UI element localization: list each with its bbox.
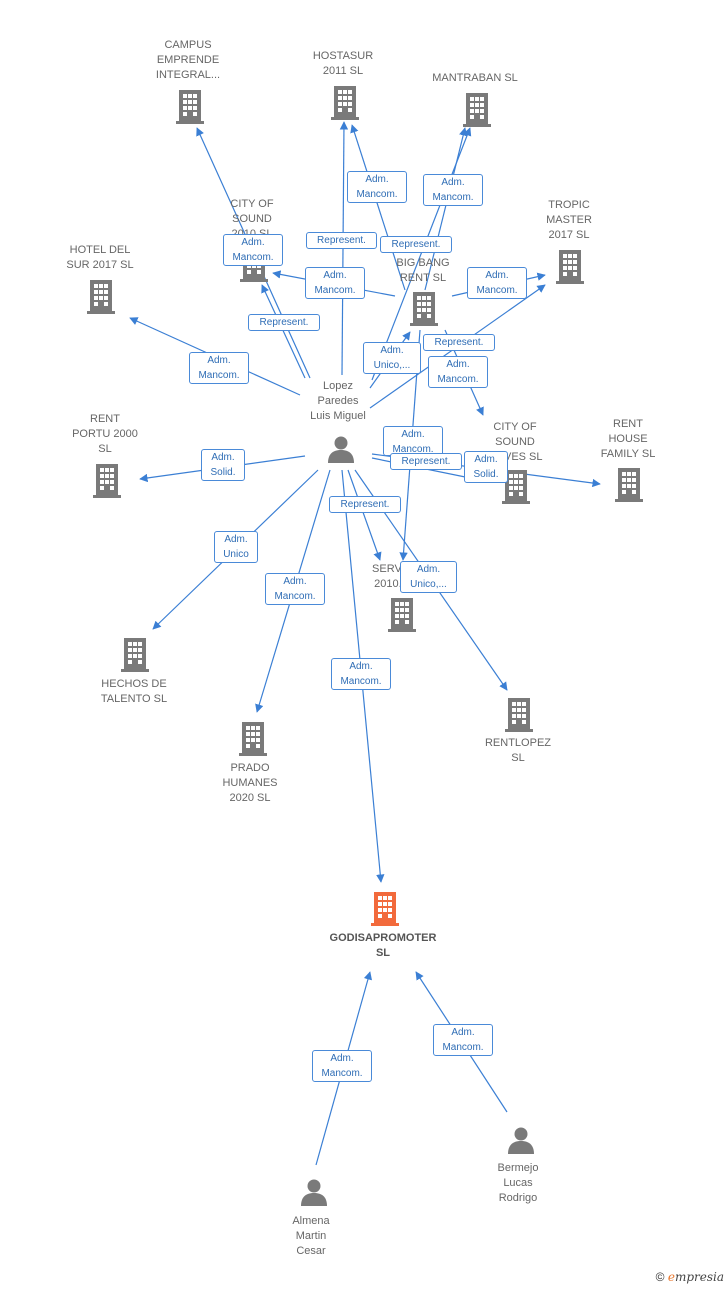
node-almena-label: Almena Martin Cesar bbox=[292, 1215, 330, 1257]
node-hostasur-label: HOSTASUR 2011 SL bbox=[312, 50, 374, 77]
edge-label-6[interactable]: Represent. bbox=[248, 314, 320, 331]
edge-label-11[interactable]: Adm. Unico,... bbox=[363, 342, 421, 374]
node-hechos-label: HECHOS DE TALENTO SL bbox=[100, 678, 168, 705]
edge-bigbang-hostasur bbox=[350, 124, 406, 291]
edge-label-1[interactable]: Adm. Mancom. bbox=[347, 171, 407, 203]
edge-label-17[interactable]: Represent. bbox=[329, 496, 401, 513]
node-bermejo[interactable]: Bermejo Lucas Rodrigo bbox=[458, 1161, 578, 1206]
edge-label-9[interactable]: Adm. Mancom. bbox=[189, 352, 249, 384]
node-tropic-label: TROPIC MASTER 2017 SL bbox=[546, 199, 592, 241]
person-lopez-icon bbox=[328, 436, 354, 463]
copyright-symbol: © bbox=[655, 1270, 665, 1284]
edge-label-2[interactable]: Adm. Mancom. bbox=[423, 174, 483, 206]
edge-label-14[interactable]: Adm. Mancom. bbox=[383, 426, 443, 456]
edge-label-19[interactable]: Adm. Mancom. bbox=[265, 573, 325, 605]
node-campus-label: CAMPUS EMPRENDE INTEGRAL... bbox=[155, 39, 221, 81]
node-bigbang[interactable]: BIG BANG RENT SL bbox=[363, 256, 483, 286]
company-rentlopez-building-icon bbox=[505, 698, 533, 732]
edge-bigbang-mantraban bbox=[424, 127, 468, 291]
edge-label-23[interactable]: Adm. Mancom. bbox=[312, 1050, 372, 1082]
edge-lopez-serv bbox=[347, 469, 382, 561]
edge-label-13[interactable]: Adm. Solid. bbox=[201, 449, 245, 481]
node-lopez-label: Lopez Paredes Luis Miguel bbox=[310, 380, 366, 422]
edge-label-4[interactable]: Represent. bbox=[380, 236, 452, 253]
brand-initial: e bbox=[667, 1270, 675, 1284]
node-mantraban-label: MANTRABAN SL bbox=[432, 72, 518, 84]
node-renthouse[interactable]: RENT HOUSE FAMILY SL bbox=[568, 417, 688, 462]
node-hostasur[interactable]: HOSTASUR 2011 SL bbox=[283, 49, 403, 79]
node-hotelsur[interactable]: HOTEL DEL SUR 2017 SL bbox=[40, 243, 160, 273]
edge-label-3[interactable]: Represent. bbox=[306, 232, 377, 249]
node-prado-label: PRADO HUMANES 2020 SL bbox=[222, 762, 278, 804]
person-icons bbox=[301, 436, 534, 1206]
company-renthouse-building-icon bbox=[615, 468, 643, 502]
company-bigbang-building-icon bbox=[410, 292, 438, 326]
company-hostasur-building-icon bbox=[331, 86, 359, 120]
node-tropic[interactable]: TROPIC MASTER 2017 SL bbox=[509, 198, 629, 243]
person-almena-icon bbox=[301, 1179, 327, 1206]
node-rentportu[interactable]: RENT PORTU 2000 SL bbox=[45, 412, 165, 457]
edge-lopez-mantraban bbox=[371, 127, 472, 381]
node-godisa[interactable]: GODISAPROMOTER SL bbox=[323, 931, 443, 961]
edge-label-16[interactable]: Adm. Solid. bbox=[464, 451, 508, 483]
node-bigbang-label: BIG BANG RENT SL bbox=[396, 257, 450, 284]
edge-lopez-citysound1 bbox=[261, 284, 306, 379]
node-godisa-label: GODISAPROMOTER SL bbox=[329, 932, 437, 959]
brand-name: mpresia bbox=[674, 1270, 724, 1284]
node-rentportu-label: RENT PORTU 2000 SL bbox=[72, 413, 138, 455]
edge-label-12[interactable]: Adm. Mancom. bbox=[428, 356, 488, 388]
company-tropic-building-icon bbox=[556, 250, 584, 284]
edge-label-22[interactable]: Adm. Mancom. bbox=[433, 1024, 493, 1056]
company-campus-building-icon bbox=[176, 90, 204, 124]
node-almena[interactable]: Almena Martin Cesar bbox=[251, 1214, 371, 1259]
node-campus[interactable]: CAMPUS EMPRENDE INTEGRAL... bbox=[128, 38, 248, 83]
node-hechos[interactable]: HECHOS DE TALENTO SL bbox=[74, 677, 194, 707]
edge-label-15[interactable]: Represent. bbox=[390, 453, 462, 470]
node-hotelsur-label: HOTEL DEL SUR 2017 SL bbox=[66, 244, 134, 271]
node-bermejo-label: Bermejo Lucas Rodrigo bbox=[497, 1162, 539, 1204]
edge-label-8[interactable]: Adm. Mancom. bbox=[467, 267, 527, 299]
company-godisa-building-icon bbox=[371, 892, 399, 926]
node-renthouse-label: RENT HOUSE FAMILY SL bbox=[600, 418, 656, 460]
company-mantraban-building-icon bbox=[463, 93, 491, 127]
empresia-logo: © empresia bbox=[656, 1270, 724, 1284]
edge-label-10[interactable]: Represent. bbox=[423, 334, 495, 351]
company-hotelsur-building-icon bbox=[87, 280, 115, 314]
node-prado[interactable]: PRADO HUMANES 2020 SL bbox=[190, 761, 310, 806]
node-mantraban[interactable]: MANTRABAN SL bbox=[415, 71, 535, 86]
company-rentportu-building-icon bbox=[93, 464, 121, 498]
node-rentlopez-label: RENTLOPEZ SL bbox=[484, 737, 551, 764]
person-bermejo-icon bbox=[508, 1127, 534, 1154]
company-prado-building-icon bbox=[239, 722, 267, 756]
company-serv-building-icon bbox=[388, 598, 416, 632]
edge-label-18[interactable]: Adm. Unico bbox=[214, 531, 258, 563]
edge-label-21[interactable]: Adm. Mancom. bbox=[331, 658, 391, 690]
company-hechos-building-icon bbox=[121, 638, 149, 672]
node-lopez[interactable]: Lopez Paredes Luis Miguel bbox=[278, 379, 398, 424]
edge-label-20[interactable]: Adm. Unico,... bbox=[400, 561, 457, 593]
edge-label-7[interactable]: Adm. Mancom. bbox=[305, 267, 365, 299]
node-rentlopez[interactable]: RENTLOPEZ SL bbox=[458, 736, 578, 766]
edge-label-5[interactable]: Adm. Mancom. bbox=[223, 234, 283, 266]
